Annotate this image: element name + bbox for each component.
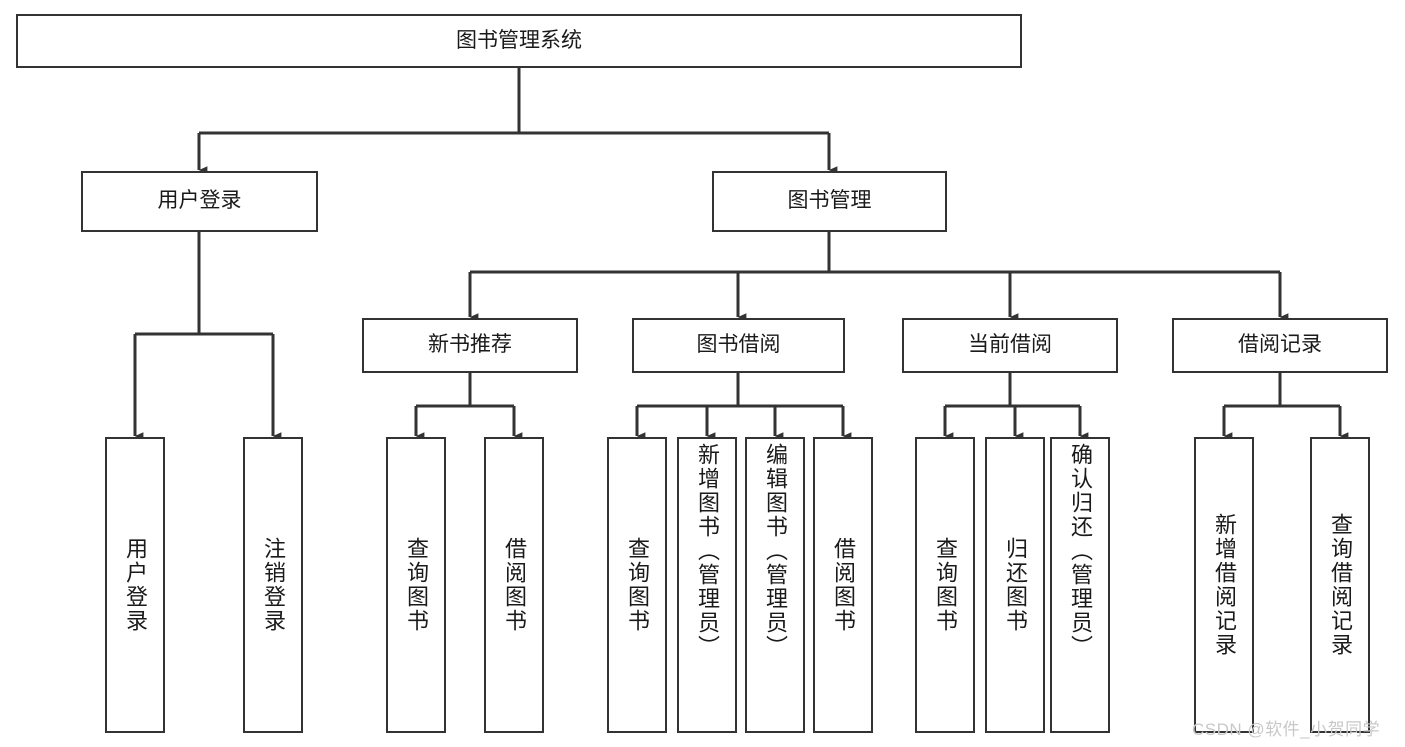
node-new-book-recommend[interactable]: 新书推荐 [362,318,578,373]
node-leaf-query-book-current[interactable]: 查询图书 [915,437,975,733]
node-label-leaf-add-book: 新增图书（管理员） [695,443,720,659]
node-book-management[interactable]: 图书管理 [712,171,947,232]
node-leaf-query-book-recommend[interactable]: 查询图书 [386,437,446,733]
node-leaf-add-borrow-record[interactable]: 新增借阅记录 [1194,437,1254,733]
node-leaf-logout[interactable]: 注销登录 [243,437,303,733]
node-leaf-edit-book[interactable]: 编辑图书（管理员） [745,437,805,733]
node-label-book-management: 图书管理 [787,189,872,213]
node-label-current-borrow: 当前借阅 [968,333,1052,357]
node-label-leaf-confirm-return: 确认归还（管理员） [1068,443,1093,659]
node-leaf-query-borrow-record[interactable]: 查询借阅记录 [1310,437,1370,733]
node-label-leaf-user-login: 用户登录 [123,537,148,633]
node-borrow-record[interactable]: 借阅记录 [1172,318,1388,373]
node-label-leaf-edit-book: 编辑图书（管理员） [763,443,788,659]
node-root[interactable]: 图书管理系统 [16,14,1022,68]
node-label-leaf-query-book-recommend: 查询图书 [404,537,429,633]
node-current-borrow[interactable]: 当前借阅 [902,318,1118,373]
node-label-leaf-borrow-book-recommend: 借阅图书 [502,537,527,633]
node-leaf-query-book-borrow[interactable]: 查询图书 [607,437,667,733]
csdn-watermark: CSDN @软件_小贺同学 [1192,720,1381,739]
node-label-leaf-return-book: 归还图书 [1003,537,1028,633]
node-leaf-borrow-book-recommend[interactable]: 借阅图书 [484,437,544,733]
node-label-book-borrow: 图书借阅 [696,333,781,357]
node-leaf-user-login[interactable]: 用户登录 [105,437,165,733]
node-label-leaf-query-borrow-record: 查询借阅记录 [1328,513,1353,657]
connector-paths [133,68,1349,440]
node-label-user-login: 用户登录 [157,189,242,213]
node-label-leaf-query-book-current: 查询图书 [933,537,958,633]
node-leaf-confirm-return[interactable]: 确认归还（管理员） [1050,437,1110,733]
node-user-login[interactable]: 用户登录 [81,171,318,232]
node-label-leaf-logout: 注销登录 [261,537,286,633]
node-book-borrow[interactable]: 图书借阅 [632,318,845,373]
node-label-leaf-add-borrow-record: 新增借阅记录 [1212,513,1237,657]
node-label-root: 图书管理系统 [456,28,582,52]
node-label-new-book-recommend: 新书推荐 [428,333,512,357]
node-leaf-borrow-book[interactable]: 借阅图书 [813,437,873,733]
node-label-leaf-query-book-borrow: 查询图书 [625,537,650,633]
node-leaf-return-book[interactable]: 归还图书 [985,437,1045,733]
node-leaf-add-book[interactable]: 新增图书（管理员） [677,437,737,733]
node-label-leaf-borrow-book: 借阅图书 [831,537,856,633]
node-label-borrow-record: 借阅记录 [1238,333,1322,357]
